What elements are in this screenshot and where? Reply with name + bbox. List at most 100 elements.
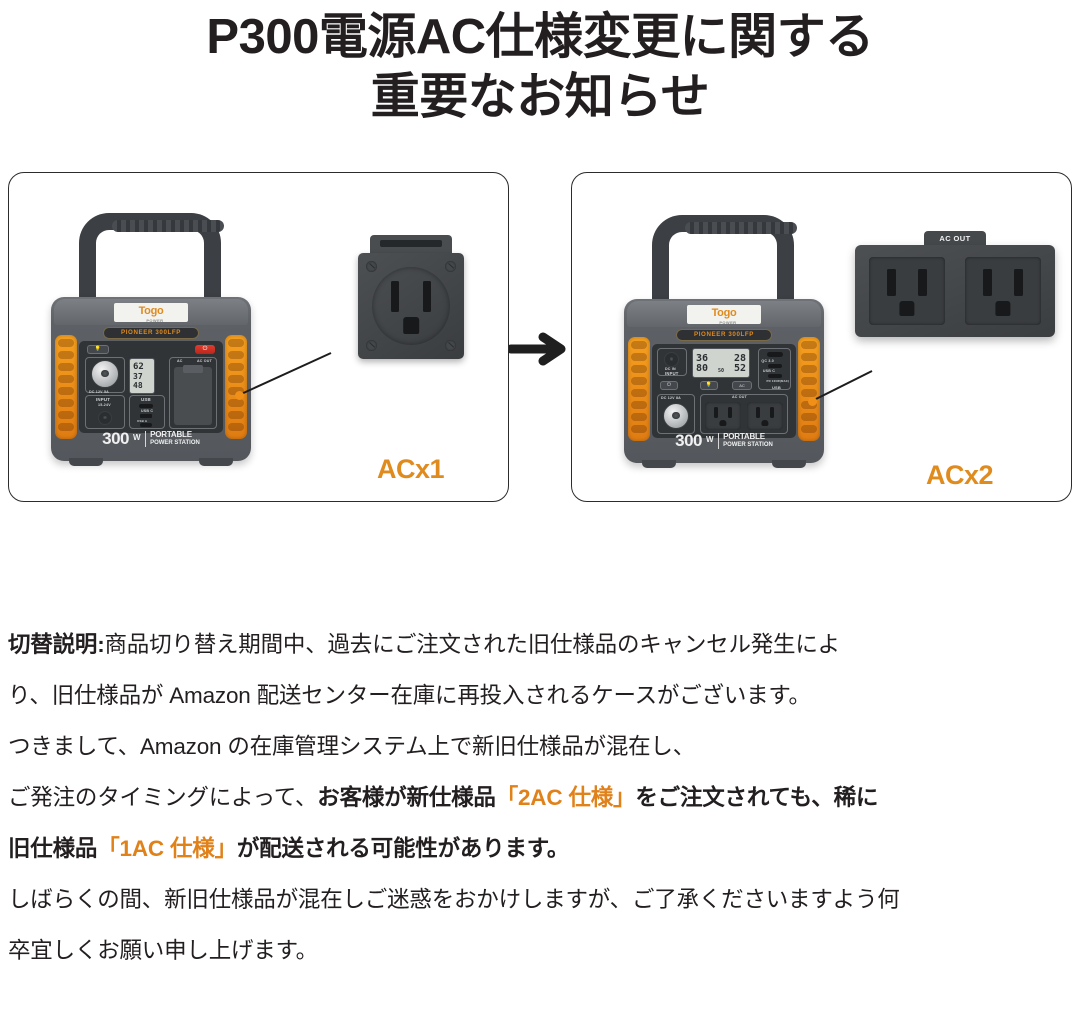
new-spec-panel: Togo POWER PIONEER 300LFP	[571, 171, 1072, 502]
dc-out-caption: DC 12V 5A	[89, 389, 109, 394]
dc-out-caption: DC 12V 8A	[661, 395, 681, 400]
usb-c-port-1[interactable]	[767, 351, 783, 357]
input-caption: INPUT	[96, 396, 111, 402]
outlet-slot-left	[887, 268, 896, 296]
lcd-left-top: 36	[696, 352, 709, 364]
product-type-label: PORTABLE POWER STATION	[723, 432, 773, 448]
handle-grip	[685, 221, 797, 234]
lcd-left-bottom: 80	[696, 362, 709, 374]
vent-right	[225, 334, 247, 439]
ac-out-caption: AC OUT	[197, 358, 212, 363]
outlet-slot-left	[713, 406, 718, 418]
usb-group	[758, 347, 791, 390]
dc-out-port[interactable]	[91, 359, 119, 388]
carry-handle	[79, 212, 224, 321]
device-foot-right	[199, 457, 233, 466]
usb-qc-caption: QC 3.0	[761, 358, 774, 363]
ac-button[interactable]: AC	[732, 380, 752, 390]
usb-pd-caption: PD 100W(MAX)	[766, 378, 789, 383]
ac-count-label-new: ACx2	[925, 459, 994, 490]
outlet-ground-pin	[761, 419, 769, 426]
watt-number: 300	[102, 428, 130, 448]
nema-outlet-1	[372, 267, 450, 345]
flashlight-button[interactable]: 💡	[87, 344, 109, 354]
vent-left	[628, 336, 650, 441]
body-line-4-bold-2: をご注文されても、稀に	[635, 785, 879, 811]
input-port[interactable]	[664, 351, 679, 367]
label-divider	[717, 432, 720, 449]
input-group	[85, 394, 125, 429]
outlet-ground-pin	[403, 317, 419, 335]
outlet-slot-left	[755, 406, 760, 418]
usb-a-port[interactable]	[140, 413, 152, 418]
callout-dot-old	[235, 390, 244, 400]
flashlight-button[interactable]: 💡	[700, 380, 718, 390]
outlet-face	[372, 266, 450, 345]
device-shell: Togo POWER PIONEER 300LFP	[51, 296, 251, 466]
outlet-slot-left	[390, 280, 400, 312]
usb-pd-port[interactable]	[140, 422, 152, 427]
body-line-3: つきまして、Amazon の在庫管理システム上で新旧仕様品が混在し、	[8, 734, 696, 760]
power-button[interactable]: ⏻	[195, 344, 215, 354]
model-badge-label: PIONEER 300LFP	[121, 329, 181, 337]
usb-c-port-2[interactable]	[768, 363, 782, 368]
power-button[interactable]: ⏻	[660, 380, 678, 390]
model-badge: PIONEER 300LFP	[103, 326, 199, 339]
callout-dot-new	[808, 396, 817, 406]
input-spec-caption: DC IN	[665, 366, 676, 371]
page-title: P300電源AC仕様変更に関する 重要なお知らせ	[0, 0, 1080, 128]
lcd-right-bottom: 52	[733, 362, 746, 374]
body-line-4-bold-1: お客様が新仕様品	[317, 785, 496, 811]
outlet-ground-pin	[899, 300, 915, 316]
ac-outlet-cover[interactable]	[174, 366, 212, 425]
ac-cover-latch	[183, 364, 203, 373]
usb-caption: USB	[141, 396, 151, 402]
device-top-cover: Togo POWER	[627, 300, 821, 327]
nema-outlet-device-1[interactable]	[705, 401, 741, 430]
device-foot-left	[642, 459, 676, 468]
input-group	[657, 347, 687, 376]
usb-pd-port[interactable]	[768, 373, 782, 378]
outlet-slot-right	[918, 268, 927, 296]
type-line-1: PORTABLE	[150, 430, 192, 440]
vent-right	[798, 336, 820, 441]
comparison-section: Togo POWER PIONEER 300LFP	[0, 171, 1080, 502]
type-line-2: POWER STATION	[723, 441, 773, 448]
watt-rating-label: 300 W PORTABLE POWER STATION	[624, 431, 824, 451]
usb-c-port[interactable]	[139, 403, 153, 408]
outlet-slot-right	[422, 280, 432, 312]
usb-c-caption: USB C	[762, 368, 775, 373]
body-line-1: 切替説明:商品切り替え期間中、過去にご注文された旧仕様品のキャンセル発生によ	[8, 620, 1072, 671]
device-foot-left	[69, 457, 103, 466]
outlet-module-body	[855, 244, 1055, 337]
lcd-center-pct: 50	[717, 367, 725, 374]
body-line-7: 卒宜しくお願い申し上げます。	[8, 938, 318, 964]
ac-caption: AC	[177, 358, 183, 363]
ac-out-caption: AC OUT	[732, 394, 747, 399]
outlet-cap	[370, 234, 452, 257]
outlet-ground-pin	[995, 300, 1011, 316]
dc-out-port[interactable]	[663, 402, 689, 429]
body-line-1-lead: 切替説明:	[8, 632, 105, 658]
ac-out-tab-label: AC OUT	[939, 234, 971, 244]
screw-bottom-right	[445, 339, 456, 351]
input-port[interactable]	[98, 410, 112, 425]
outlet-slot-right	[728, 406, 733, 418]
watt-unit: W	[133, 433, 141, 443]
nema-outlet-device-2[interactable]	[747, 401, 783, 430]
power-button-icon: ⏻	[667, 382, 671, 389]
lcd-display-new: 36 28 80 50 52	[692, 347, 750, 378]
type-line-1: PORTABLE	[723, 432, 765, 442]
title-line-1: P300電源AC仕様変更に関する	[206, 10, 874, 64]
usb-group	[129, 394, 165, 429]
power-station-device-new: Togo POWER PIONEER 300LFP	[624, 214, 824, 468]
control-faceplate-new: DC IN INPUT 36 28 80 50 52	[652, 343, 796, 438]
ac-count-label-old: ACx1	[376, 453, 445, 484]
single-outlet-illustration	[358, 234, 464, 363]
usb-caption: USB	[771, 384, 781, 390]
usb-c-caption: USB C	[141, 408, 154, 413]
brand-subtitle: POWER	[146, 318, 164, 324]
outlet-ground-pin	[719, 419, 727, 426]
ac-out-group-new	[700, 393, 788, 434]
ac-button-label: AC	[739, 382, 745, 388]
